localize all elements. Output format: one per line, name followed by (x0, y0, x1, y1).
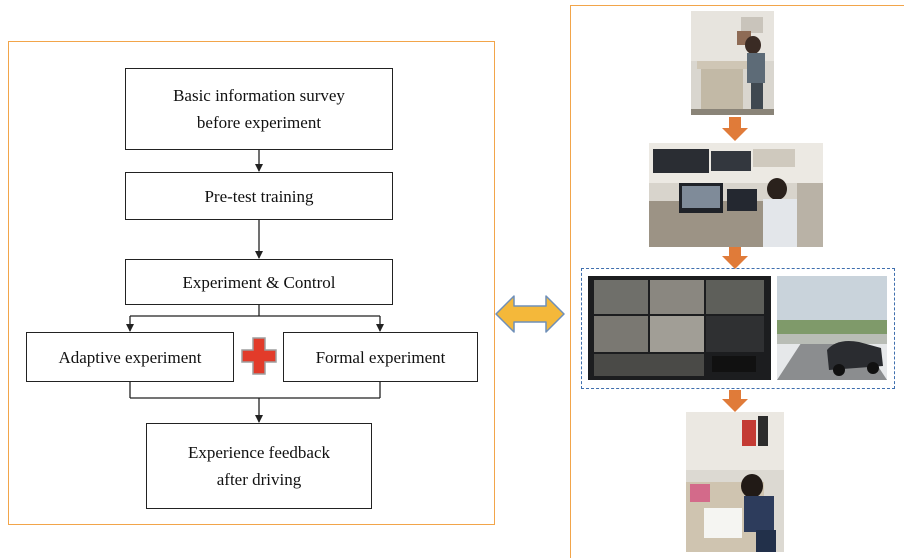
orange-down-arrow-icon (722, 247, 748, 269)
step-formal-experiment: Formal experiment (283, 332, 478, 382)
photo-feedback-writing (686, 412, 784, 552)
step-experiment-control: Experiment & Control (125, 259, 393, 305)
step1-line1: Basic information survey (173, 86, 345, 105)
formal-label: Formal experiment (315, 347, 446, 367)
dashed-photo-group (581, 268, 895, 389)
adaptive-label: Adaptive experiment (58, 347, 202, 367)
step5-line1: Experience feedback (187, 443, 331, 462)
step-basic-information-survey: Basic information survey before experime… (125, 68, 393, 150)
photo-participant-survey (691, 11, 774, 115)
red-plus-icon (241, 337, 277, 375)
step3-label: Experiment & Control (182, 272, 336, 292)
photo-panel-left-border (570, 5, 571, 558)
photo-driving-simulator (777, 276, 887, 380)
photo-pre-test-training (649, 143, 823, 247)
orange-down-arrow-icon (722, 390, 748, 412)
double-headed-arrow-icon (495, 295, 565, 333)
orange-down-arrow-icon (722, 117, 748, 141)
photo-panel-top-border (570, 5, 904, 6)
step2-label: Pre-test training (204, 186, 314, 206)
step-pre-test-training: Pre-test training (125, 172, 393, 220)
step1-line2: before experiment (196, 113, 322, 132)
step-adaptive-experiment: Adaptive experiment (26, 332, 234, 382)
photo-monitoring-screens (588, 276, 771, 380)
flowchart-panel (8, 41, 495, 525)
step5-line2: after driving (216, 470, 302, 489)
step-experience-feedback: Experience feedback after driving (146, 423, 372, 509)
